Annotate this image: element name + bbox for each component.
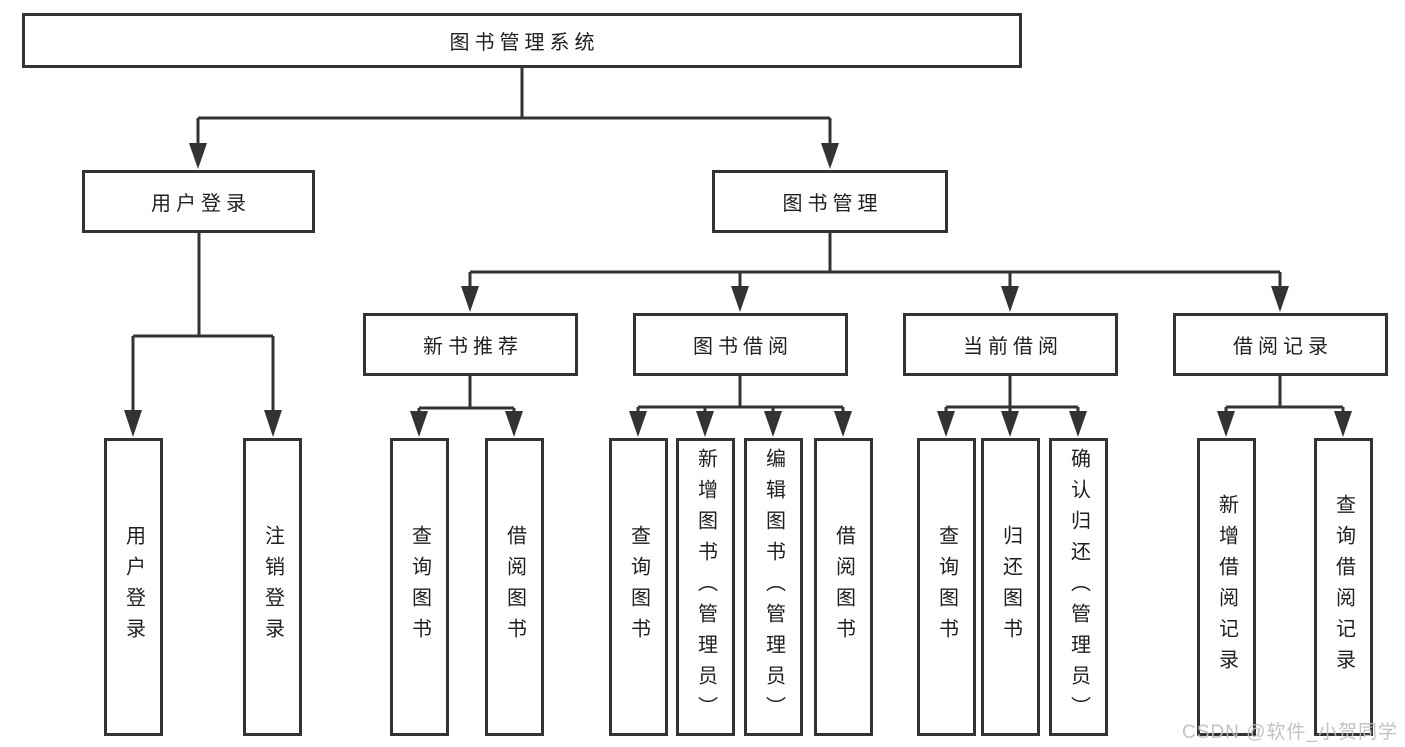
- leaf-confirm-return-admin: 确认归还（管理员）: [1049, 438, 1108, 736]
- node-new-book-recommend-label: 新书推荐: [423, 336, 523, 358]
- arrowhead-query-books-3: [937, 411, 955, 437]
- node-book-borrowing: 图书借阅: [633, 313, 848, 376]
- arrowhead-query-borrow-record: [1334, 411, 1352, 437]
- leaf-add-borrow-record-label: 新增借阅记录: [1215, 494, 1238, 680]
- arrowhead-borrowing-records: [1271, 286, 1289, 312]
- node-user-login-label: 用户登录: [151, 193, 251, 215]
- arrowhead-edit-book: [764, 411, 782, 437]
- leaf-edit-book-admin-label: 编辑图书（管理员）: [762, 447, 785, 727]
- arrowhead-borrow-books-1: [505, 411, 523, 437]
- leaf-return-book-label: 归还图书: [999, 525, 1022, 649]
- arrowhead-leaf-user-login: [124, 410, 142, 437]
- leaf-query-borrow-record: 查询借阅记录: [1314, 438, 1373, 736]
- leaf-query-borrow-record-label: 查询借阅记录: [1332, 494, 1355, 680]
- node-root-label: 图书管理系统: [449, 32, 600, 54]
- leaf-logout: 注销登录: [243, 438, 302, 736]
- arrowhead-query-books-1: [410, 411, 428, 437]
- leaf-user-login-label: 用户登录: [122, 525, 145, 649]
- node-root: 图书管理系统: [22, 13, 1022, 68]
- leaf-user-login: 用户登录: [104, 438, 163, 736]
- leaf-confirm-return-admin-label: 确认归还（管理员）: [1067, 447, 1090, 727]
- arrowhead-add-borrow-record: [1217, 411, 1235, 437]
- leaf-query-books-2: 查询图书: [609, 438, 668, 736]
- node-current-borrowing-label: 当前借阅: [963, 336, 1063, 358]
- node-book-management-label: 图书管理: [782, 193, 883, 215]
- connector-root-to-level2: [196, 68, 832, 146]
- arrowhead-return-book: [1001, 411, 1019, 437]
- arrowhead-new-book-recommend: [461, 286, 479, 312]
- arrowhead-book-management: [821, 143, 839, 169]
- arrowhead-borrow-books-2: [834, 411, 852, 437]
- arrowhead-confirm-return: [1069, 411, 1087, 437]
- leaf-add-book-admin-label: 新增图书（管理员）: [694, 447, 717, 727]
- watermark: CSDN @软件_小贺同学: [1182, 722, 1398, 743]
- arrowhead-user-login: [189, 143, 207, 169]
- leaf-query-books-1-label: 查询图书: [408, 525, 431, 649]
- leaf-return-book: 归还图书: [981, 438, 1040, 736]
- node-new-book-recommend: 新书推荐: [363, 313, 578, 376]
- node-book-borrowing-label: 图书借阅: [693, 336, 793, 358]
- arrowhead-leaf-logout: [264, 410, 282, 437]
- leaf-edit-book-admin: 编辑图书（管理员）: [744, 438, 803, 736]
- leaf-query-books-3-label: 查询图书: [935, 525, 958, 649]
- leaf-borrow-books-2-label: 借阅图书: [832, 525, 855, 649]
- arrowhead-query-books-2: [629, 411, 647, 437]
- node-book-management: 图书管理: [712, 170, 948, 233]
- leaf-add-book-admin: 新增图书（管理员）: [676, 438, 735, 736]
- node-current-borrowing: 当前借阅: [903, 313, 1118, 376]
- leaf-logout-label: 注销登录: [261, 525, 284, 649]
- leaf-query-books-1: 查询图书: [390, 438, 449, 736]
- leaf-borrow-books-1: 借阅图书: [485, 438, 544, 736]
- connector-borrowing-records-children: [1224, 376, 1345, 414]
- leaf-borrow-books-2: 借阅图书: [814, 438, 873, 736]
- leaf-add-borrow-record: 新增借阅记录: [1197, 438, 1256, 736]
- connector-user-login-children: [131, 233, 275, 412]
- node-user-login: 用户登录: [82, 170, 315, 233]
- arrowhead-add-book: [696, 411, 714, 437]
- connector-book-borrowing-children: [636, 376, 845, 414]
- node-borrowing-records-label: 借阅记录: [1233, 336, 1333, 358]
- arrowhead-book-borrowing: [731, 286, 749, 312]
- arrowhead-current-borrowing: [1001, 286, 1019, 312]
- connector-current-borrowing-children: [944, 376, 1080, 414]
- node-borrowing-records: 借阅记录: [1173, 313, 1388, 376]
- leaf-query-books-3: 查询图书: [917, 438, 976, 736]
- connector-new-book-recommend-children: [417, 376, 516, 414]
- connector-book-management-children: [468, 233, 1282, 288]
- leaf-borrow-books-1-label: 借阅图书: [503, 525, 526, 649]
- leaf-query-books-2-label: 查询图书: [627, 525, 650, 649]
